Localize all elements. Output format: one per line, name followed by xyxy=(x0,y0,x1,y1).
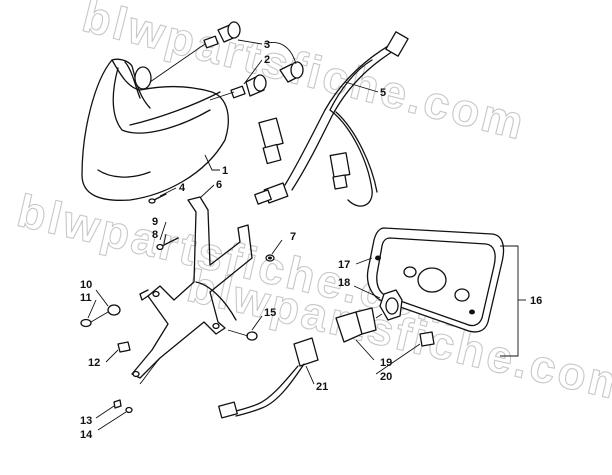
callout-2: 2 xyxy=(264,54,270,66)
callout-21: 21 xyxy=(316,381,328,393)
callout-5: 5 xyxy=(380,87,386,99)
callout-20: 20 xyxy=(380,371,392,383)
callout-labels: 3 2 5 1 4 6 9 8 7 10 11 15 12 13 14 21 1… xyxy=(80,39,542,441)
callout-10: 10 xyxy=(80,279,92,291)
fasteners xyxy=(80,193,275,414)
callout-17: 17 xyxy=(338,259,350,271)
callout-8: 8 xyxy=(152,229,158,241)
pigtail-harness xyxy=(218,337,319,419)
callout-18: 18 xyxy=(338,277,350,289)
callout-1: 1 xyxy=(222,165,228,177)
callout-11: 11 xyxy=(80,292,92,304)
headlight-bulbs xyxy=(149,21,304,101)
callout-3: 3 xyxy=(264,39,270,51)
callout-15: 15 xyxy=(264,307,276,319)
mounting-bracket xyxy=(131,196,253,385)
callout-4: 4 xyxy=(179,182,186,194)
leader-lines xyxy=(87,39,526,431)
callout-7: 7 xyxy=(290,231,296,243)
callout-6: 6 xyxy=(216,179,222,191)
callout-16: 16 xyxy=(530,295,542,307)
callout-14: 14 xyxy=(80,429,93,441)
callout-9: 9 xyxy=(152,216,158,228)
callout-19: 19 xyxy=(380,357,392,369)
callout-12: 12 xyxy=(88,357,100,369)
wiring-harness xyxy=(254,31,409,207)
taillight-bulb-socket xyxy=(335,289,435,347)
callout-13: 13 xyxy=(80,415,92,427)
headlight-housing xyxy=(81,58,229,201)
